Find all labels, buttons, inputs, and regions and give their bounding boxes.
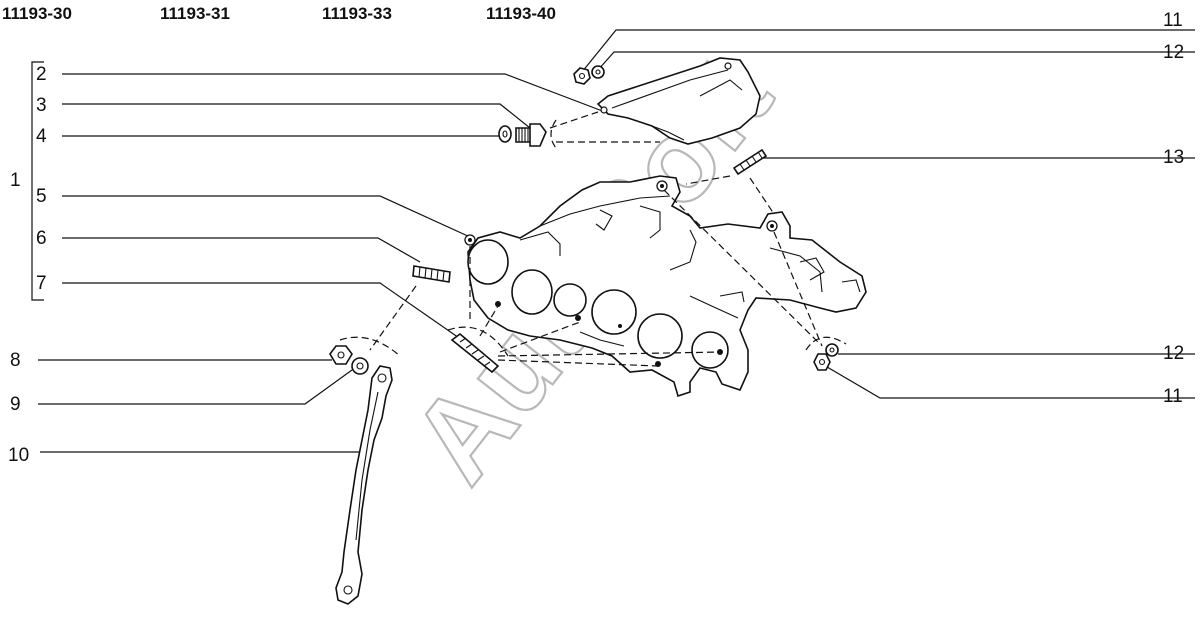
nut-part-11-bottom [813, 353, 831, 371]
callout-7: 7 [36, 273, 47, 294]
catalog-number: 11193-40 [486, 4, 556, 23]
fastener-group-arc [339, 336, 401, 357]
callout-12-top: 12 [1163, 42, 1185, 63]
assembly-line [773, 231, 823, 347]
catalog-number: 11193-30 [2, 4, 72, 23]
assembly-line [549, 111, 599, 129]
leader-line-9 [38, 369, 353, 405]
fastener-group-arc [447, 326, 509, 357]
stud-part-6 [412, 265, 451, 283]
callout-11-bottom: 11 [1163, 386, 1183, 407]
leader-line-3 [62, 103, 531, 129]
callout-13: 13 [1163, 147, 1185, 168]
stud-part-13 [732, 148, 768, 176]
callout-9: 9 [10, 394, 21, 415]
assembly-line [497, 351, 723, 357]
callout-4: 4 [36, 126, 47, 147]
bolt-part-3 [515, 123, 547, 147]
callout-12-bottom: 12 [1163, 343, 1185, 364]
callout-8: 8 [10, 350, 21, 371]
callout-2: 2 [36, 64, 47, 85]
assembly-line [685, 175, 731, 185]
assembly-line [369, 285, 417, 351]
assembly-line [749, 177, 775, 215]
leader-line-5 [62, 195, 471, 238]
stud-part-7 [450, 332, 500, 374]
callout-1: 1 [10, 170, 21, 191]
fastener-group-arc [550, 119, 557, 149]
leader-line-12-top [597, 51, 1195, 71]
callout-5: 5 [36, 186, 47, 207]
leader-line-11-top [581, 29, 1195, 73]
leader-line-11-bottom [821, 363, 1195, 399]
nut-part-11-top [573, 67, 591, 85]
leader-line-2 [62, 73, 606, 113]
catalog-number: 11193-33 [322, 4, 392, 23]
assembly-line [497, 359, 659, 367]
catalog-number: 11193-31 [160, 4, 230, 23]
washer-part-12-top [591, 65, 605, 79]
washer-part-9 [351, 357, 369, 375]
heat-shield [596, 57, 761, 145]
intake-manifold [464, 175, 867, 398]
leader-line-6 [62, 237, 421, 263]
callout-10: 10 [8, 445, 30, 466]
support-bracket-part-10 [335, 365, 393, 605]
washer-part-12-bottom [825, 343, 839, 357]
nut-part-8 [329, 345, 353, 365]
callout-3: 3 [36, 95, 47, 116]
assembly-line [663, 189, 821, 345]
assembly-line [499, 321, 581, 353]
callout-6: 6 [36, 228, 47, 249]
callout-11-top: 11 [1163, 10, 1183, 31]
fastener-group-arc [805, 336, 847, 351]
washer-part-4 [498, 125, 512, 143]
leader-line-7 [62, 282, 463, 341]
group-bracket [31, 61, 44, 301]
